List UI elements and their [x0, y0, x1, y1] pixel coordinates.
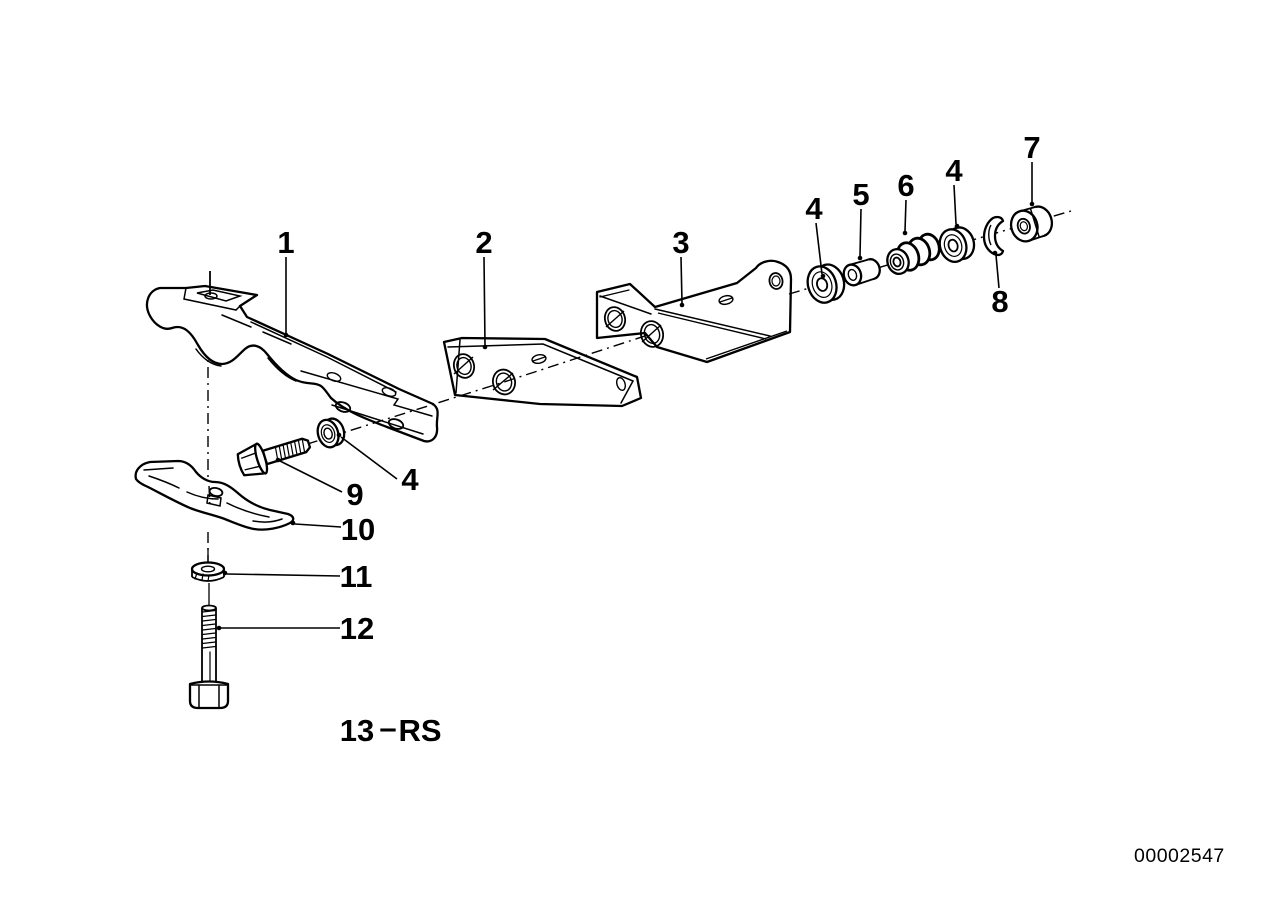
note-separator: –	[379, 710, 396, 745]
leader-4-right	[815, 222, 826, 279]
clamp-10	[134, 459, 295, 531]
slot-hole	[531, 353, 547, 365]
slot-hole	[718, 294, 734, 306]
note-number[interactable]: 13	[340, 713, 374, 748]
channel-hole	[387, 418, 405, 430]
bore-hole	[603, 306, 627, 332]
leader-7	[1029, 162, 1035, 207]
drawing-number-stamp: 00002547	[1134, 845, 1225, 867]
callout-8[interactable]: 8	[991, 284, 1008, 319]
callout-6[interactable]: 6	[897, 168, 914, 203]
callout-2[interactable]: 2	[475, 225, 492, 260]
channel-fold-line	[300, 370, 433, 417]
leader-10	[290, 520, 342, 528]
callout-3[interactable]: 3	[672, 225, 689, 260]
nut-7	[1009, 205, 1054, 243]
leader-4-outer	[953, 184, 960, 229]
bore-hole	[452, 353, 476, 379]
washer-4-right	[806, 263, 846, 304]
bracket-1-holder	[145, 271, 439, 443]
callout-7[interactable]: 7	[1023, 130, 1040, 165]
callout-11[interactable]: 11	[340, 559, 373, 594]
callout-1[interactable]: 1	[277, 225, 294, 260]
leader-1	[283, 257, 289, 338]
leader-12	[216, 625, 340, 631]
callout-4-washer-right[interactable]: 4	[805, 191, 823, 226]
callout-5[interactable]: 5	[852, 177, 869, 212]
bolt-12	[188, 604, 230, 710]
boss-front-face	[183, 287, 241, 311]
lock-washer-8	[982, 215, 1005, 257]
axis-bolt-to-bracket3	[262, 333, 652, 459]
leader-11	[222, 570, 341, 577]
washer-11	[190, 561, 226, 582]
callout-10[interactable]: 10	[341, 512, 375, 547]
channel-hole	[334, 401, 352, 413]
leader-3	[679, 256, 685, 308]
bolt-12-threads	[201, 609, 217, 649]
ear-hole	[768, 272, 784, 290]
leader-5	[857, 208, 863, 261]
vertical-axis-through-clamp	[208, 485, 211, 508]
leader-8	[992, 250, 1000, 289]
vertical-assembly-axis	[207, 344, 210, 605]
callout-4-washer-bolt[interactable]: 4	[401, 462, 419, 497]
bushing-6	[886, 232, 941, 275]
callout-12[interactable]: 12	[340, 611, 374, 646]
washer-4-outer	[938, 226, 976, 263]
washer-4-bolt	[316, 417, 346, 449]
callout-labels: 1 2 3 4 5 6 4 7 8 9 4 10 11 12	[277, 130, 1040, 646]
flange-hole	[381, 387, 397, 397]
flange-hole	[326, 372, 342, 382]
leader-lines	[216, 162, 1035, 631]
bolt-9	[236, 437, 312, 477]
spacer-5	[842, 258, 881, 287]
slot-hole	[615, 376, 627, 392]
bracket-2-support	[442, 336, 643, 408]
note-13-rs: 13 – RS	[340, 710, 442, 748]
bracket-3-support	[595, 259, 793, 364]
note-code: RS	[398, 713, 441, 748]
callout-4-washer-outer[interactable]: 4	[945, 153, 963, 188]
leader-2	[482, 256, 488, 350]
leader-6	[902, 199, 908, 236]
callout-9[interactable]: 9	[346, 477, 363, 512]
leader-9	[275, 457, 343, 493]
leader-4-bolt	[336, 432, 398, 480]
